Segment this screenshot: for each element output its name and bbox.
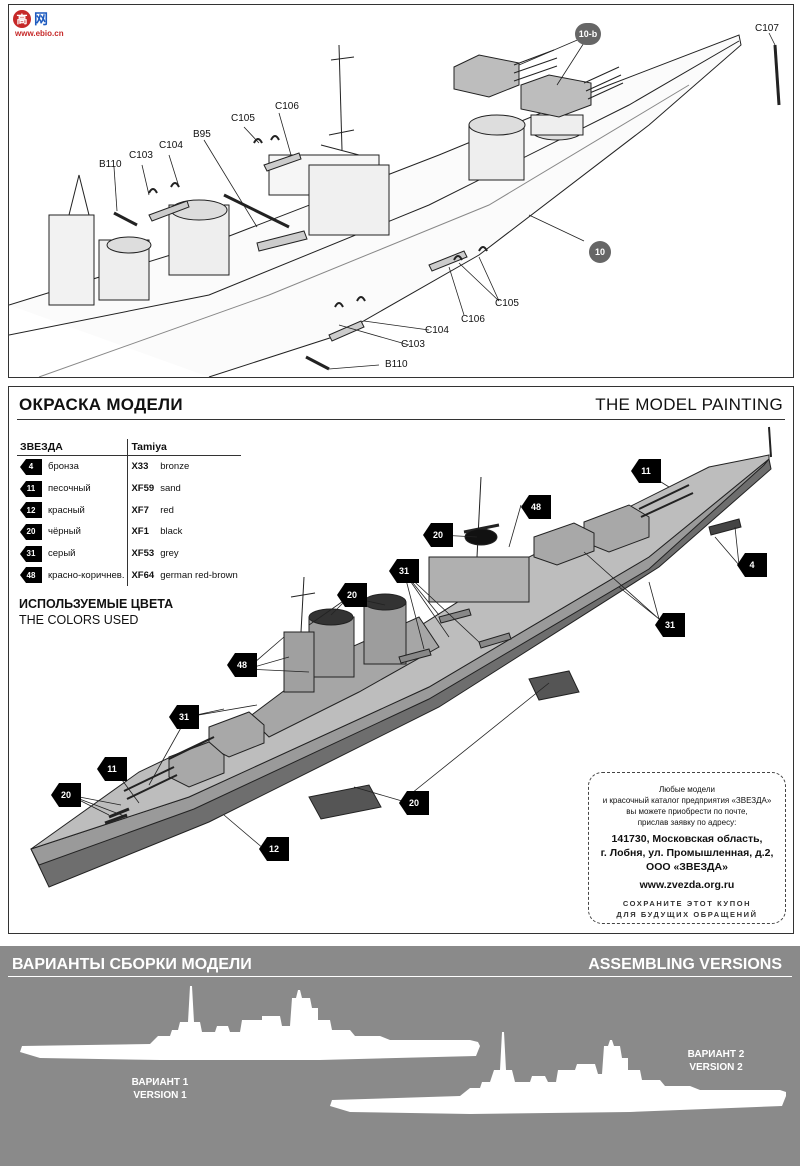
- coupon-address-3: ООО «ЗВЕЗДА»: [646, 861, 728, 873]
- coupon-line-3: вы можете приобрести по почте,: [626, 807, 748, 816]
- logo-mark: 高: [13, 10, 31, 28]
- coupon-line-2: и красочный каталог предприятия «ЗВЕЗДА»: [602, 796, 772, 805]
- part-label-b110-top: B110: [99, 159, 122, 170]
- zvezda-header: ЗВЕЗДА: [17, 439, 128, 456]
- colors-used-title-en: THE COLORS USED: [19, 613, 139, 627]
- colors-used-title-ru: ИСПОЛЬЗУЕМЫЕ ЦВЕТА: [19, 597, 174, 611]
- site-logo: 高 网 www.ebio.cn: [13, 9, 64, 38]
- version-1-label-en: VERSION 1: [133, 1090, 187, 1101]
- part-label-c107: C107: [755, 23, 779, 34]
- part-label-c103-bottom: C103: [401, 339, 425, 350]
- mail-order-coupon: Любые модели и красочный каталог предпри…: [588, 772, 786, 924]
- version-2-label-en: VERSION 2: [689, 1062, 743, 1073]
- zvezda-color-number: 31: [17, 543, 45, 565]
- paint-callout-48-top: 48: [521, 495, 551, 519]
- coupon-website: www.zvezda.org.ru: [639, 879, 735, 891]
- zvezda-color-number: 11: [17, 478, 45, 500]
- assembly-ship-drawing: [9, 32, 781, 377]
- paint-callout-20-stand: 20: [399, 791, 429, 815]
- logo-text: 网: [34, 11, 48, 27]
- version-1-label: ВАРИАНТ 1 VERSION 1: [120, 1076, 200, 1102]
- tamiya-color-name: grey: [160, 548, 179, 560]
- zvezda-color-number: 20: [17, 521, 45, 543]
- version-2-label: ВАРИАНТ 2 VERSION 2: [676, 1048, 756, 1074]
- step-badge-10b: 10-b: [575, 23, 601, 45]
- part-label-c105-top: C105: [231, 113, 255, 124]
- coupon-address-2: г. Лобня, ул. Промышленная, д.2,: [600, 847, 774, 859]
- version-2-silhouette: [330, 1032, 786, 1114]
- paint-callout-31-turrets: 31: [655, 613, 685, 637]
- paint-callout-20-funnels: 20: [337, 583, 367, 607]
- version-1-silhouette: [20, 986, 480, 1060]
- coupon-keep-2: ДЛЯ БУДУЩИХ ОБРАЩЕНИЙ: [616, 910, 758, 919]
- logo-subtext: www.ebio.cn: [15, 29, 64, 38]
- version-1-label-ru: ВАРИАНТ 1: [131, 1077, 189, 1088]
- zvezda-color-number: 48: [17, 564, 45, 586]
- paint-callout-20-bow: 20: [51, 783, 81, 807]
- part-label-c103-top: C103: [129, 150, 153, 161]
- coupon-line-4: прислав заявку по адресу:: [637, 818, 737, 827]
- paint-callout-4-propellers: 4: [737, 553, 767, 577]
- assembly-panel: 高 网 www.ebio.cn: [8, 4, 794, 378]
- color-table-header: ЗВЕЗДА Tamiya: [17, 439, 241, 456]
- tamiya-color-code: X33: [127, 455, 158, 478]
- part-label-c106-bottom: C106: [461, 314, 485, 325]
- tamiya-color-name: bronze: [160, 461, 190, 473]
- zvezda-color-name: чёрный: [48, 526, 81, 538]
- paint-callout-31-forward: 31: [169, 705, 199, 729]
- part-label-b110-bottom: B110: [385, 359, 408, 370]
- paint-callout-12-hull: 12: [259, 837, 289, 861]
- zvezda-color-name: красно-коричнев.: [48, 569, 125, 581]
- versions-divider: [8, 976, 792, 977]
- zvezda-color-name: бронза: [48, 461, 79, 473]
- versions-title-en: ASSEMBLING VERSIONS: [588, 956, 782, 973]
- coupon-keep-1: СОХРАНИТЕ ЭТОТ КУПОН: [622, 899, 752, 908]
- versions-title-ru: ВАРИАНТЫ СБОРКИ МОДЕЛИ: [12, 956, 252, 973]
- zvezda-color-name: серый: [48, 548, 76, 560]
- step-badge-10: 10: [589, 241, 611, 263]
- tamiya-header: Tamiya: [127, 439, 241, 456]
- part-label-c105-right: C105: [495, 298, 519, 309]
- tamiya-color-code: XF59: [127, 477, 158, 500]
- tamiya-color-name: black: [160, 526, 183, 538]
- paint-callout-48-bridge: 48: [227, 653, 257, 677]
- painting-title-en: THE MODEL PAINTING: [595, 395, 783, 414]
- part-label-c106-top: C106: [275, 101, 299, 112]
- tamiya-color-code: XF64: [127, 564, 158, 587]
- zvezda-color-name: красный: [48, 504, 85, 516]
- part-label-c104-bottom: C104: [425, 325, 449, 336]
- paint-callout-11-deck: 11: [631, 459, 661, 483]
- tamiya-color-code: XF53: [127, 542, 158, 565]
- part-label-c104-top: C104: [159, 140, 183, 151]
- painted-ship-drawing: [30, 426, 772, 888]
- part-label-b95: B95: [193, 129, 211, 140]
- tamiya-color-name: german red-brown: [160, 569, 238, 581]
- version-2-label-ru: ВАРИАНТ 2: [687, 1049, 745, 1060]
- assembling-versions-panel: ВАРИАНТЫ СБОРКИ МОДЕЛИ ASSEMBLING VERSIO…: [0, 946, 800, 1166]
- coupon-line-1: Любые модели: [658, 785, 715, 794]
- coupon-address-1: 141730, Московская область,: [611, 833, 763, 845]
- paint-callout-31-mid: 31: [389, 559, 419, 583]
- painting-panel: ОКРАСКА МОДЕЛИ THE MODEL PAINTING ЗВЕЗДА…: [8, 386, 794, 934]
- section-divider: [17, 419, 785, 420]
- paint-callout-11-bow: 11: [97, 757, 127, 781]
- tamiya-color-name: sand: [160, 483, 181, 495]
- zvezda-color-number: 4: [17, 456, 45, 478]
- zvezda-color-name: песочный: [48, 483, 91, 495]
- paint-callout-20-mast: 20: [423, 523, 453, 547]
- tamiya-color-code: XF7: [127, 499, 158, 522]
- painting-title-ru: ОКРАСКА МОДЕЛИ: [19, 395, 183, 414]
- zvezda-color-number: 12: [17, 499, 45, 521]
- tamiya-color-code: XF1: [127, 521, 158, 543]
- tamiya-color-name: red: [160, 504, 174, 516]
- version-silhouettes: [20, 986, 786, 1114]
